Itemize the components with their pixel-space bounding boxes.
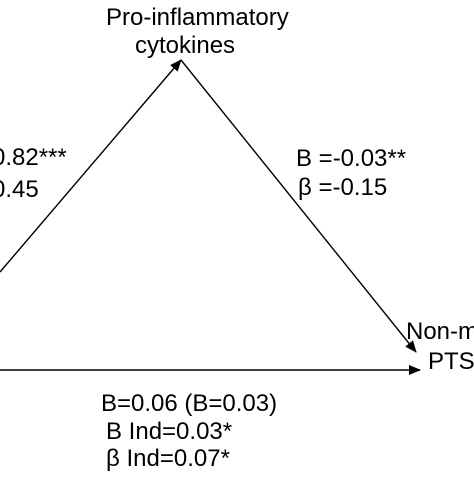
outcome-label-line2: PTS — [428, 348, 474, 375]
path-c-beta-indirect: β Ind=0.07* — [106, 445, 230, 472]
path-c-b-indirect: B Ind=0.03* — [106, 418, 233, 445]
arrow-b-path — [180, 59, 417, 353]
outcome-label-line1: Non-m — [406, 318, 474, 345]
arrow-a-path — [0, 59, 182, 273]
mediator-label-line2: cytokines — [135, 32, 236, 59]
mediator-label-line1: Pro-inflammatory — [106, 4, 289, 31]
path-a-b-coefficient: 0.82*** — [0, 144, 67, 171]
path-a-beta-coefficient: 0.45 — [0, 176, 39, 203]
path-b-b-coefficient: B =-0.03** — [296, 145, 407, 172]
path-b-beta-coefficient: β =-0.15 — [298, 174, 388, 201]
path-c-b-coefficient: B=0.06 (B=0.03) — [101, 390, 278, 417]
